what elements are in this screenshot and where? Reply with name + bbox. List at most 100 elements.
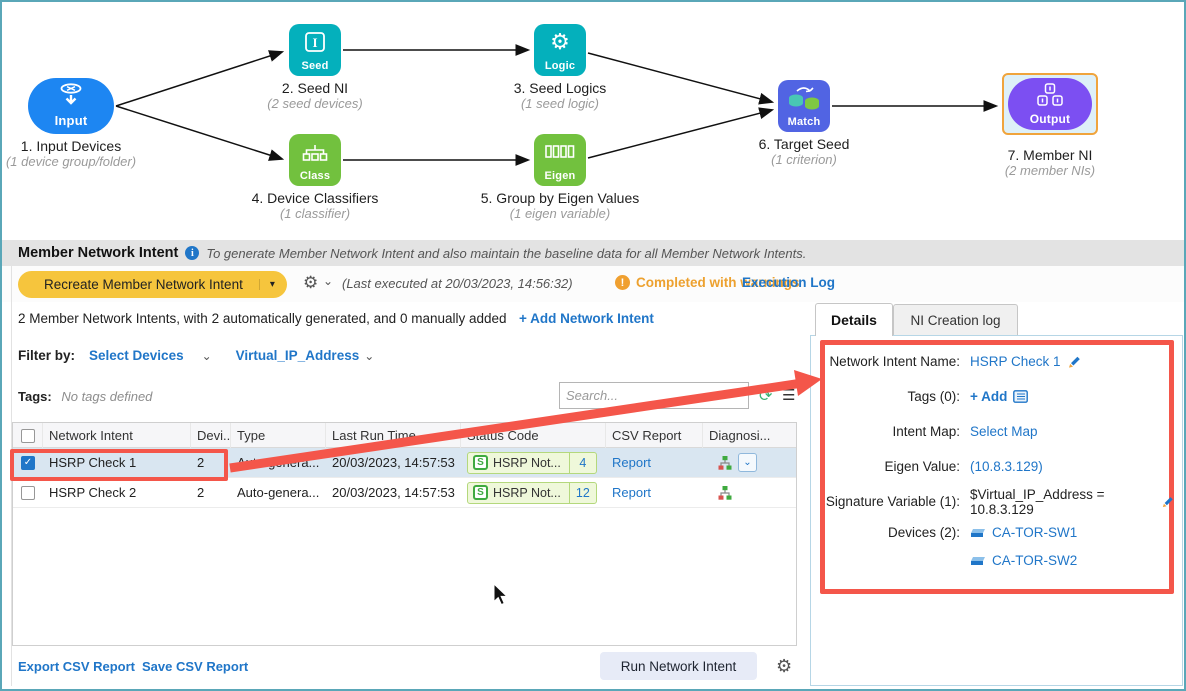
field-label-name: Network Intent Name: [829, 354, 960, 369]
run-settings-gear-icon[interactable]: ⚙ [776, 656, 793, 676]
status-label: HSRP Not... [493, 485, 561, 500]
row-checkbox-checked[interactable]: ✓ [21, 455, 35, 470]
seed-icon: I [289, 24, 341, 60]
info-icon[interactable]: i [185, 246, 200, 260]
select-devices-chevron-icon[interactable]: ⌄ [201, 348, 212, 363]
node-badge: Match [787, 116, 821, 128]
node-title-seed: 2. Seed NI [281, 80, 349, 96]
search-input[interactable] [566, 388, 742, 403]
diagnosis-tree-icon[interactable] [717, 485, 733, 501]
cell-type: Auto-genera... [237, 485, 320, 500]
variable-filter-dropdown[interactable]: Virtual_IP_Address [235, 348, 360, 363]
menu-icon[interactable]: ☰ [782, 387, 796, 404]
status-code-chip[interactable]: S HSRP Not... 12 [467, 481, 597, 504]
recreate-button-caret-icon[interactable]: ▾ [258, 279, 287, 290]
status-count[interactable]: 4 [568, 452, 596, 473]
csv-report-link[interactable]: Report [612, 485, 652, 500]
node-subtitle-input: (1 device group/folder) [5, 154, 137, 169]
cell-network-intent[interactable]: HSRP Check 2 [49, 485, 137, 500]
row-checkbox[interactable] [21, 485, 35, 500]
diagnosis-dropdown-button[interactable]: ⌄ [738, 453, 757, 472]
node-badge: Eigen [544, 170, 576, 182]
edit-pencil-icon[interactable] [1067, 355, 1081, 369]
flow-node-seed[interactable]: I Seed [289, 24, 341, 76]
table-row[interactable]: ✓ HSRP Check 1 2 Auto-genera... 20/03/20… [13, 448, 796, 478]
cell-devices: 2 [197, 455, 205, 470]
run-network-intent-button[interactable]: Run Network Intent [600, 652, 757, 680]
node-title-input: 1. Input Devices [20, 138, 122, 154]
save-csv-report-link[interactable]: Save CSV Report [142, 659, 249, 674]
tab-details[interactable]: Details [815, 303, 893, 336]
node-badge: Input [54, 113, 88, 128]
execution-log-link[interactable]: Execution Log [742, 275, 836, 290]
export-csv-report-link[interactable]: Export CSV Report [18, 659, 136, 674]
variable-filter-chevron-icon[interactable]: ⌄ [364, 348, 375, 363]
search-box[interactable] [559, 382, 749, 409]
field-label-intent-map: Intent Map: [892, 424, 960, 439]
settings-chevron-down-icon[interactable]: ⌄ [323, 274, 334, 288]
tag-list-icon[interactable] [1013, 390, 1029, 403]
network-intent-name-value[interactable]: HSRP Check 1 [970, 354, 1061, 369]
recreate-member-network-intent-button[interactable]: Recreate Member Network Intent ▾ [18, 271, 287, 298]
match-icon [778, 80, 830, 116]
col-diagnosis[interactable]: Diagnosi... [709, 428, 771, 443]
csv-report-link[interactable]: Report [612, 455, 652, 470]
flow-node-output-selection[interactable]: Output [1002, 73, 1098, 135]
status-label: HSRP Not... [493, 455, 561, 470]
select-map-link[interactable]: Select Map [970, 424, 1038, 439]
tags-value: No tags defined [61, 389, 153, 404]
status-code-chip[interactable]: S HSRP Not... 4 [467, 451, 597, 474]
tab-ni-creation-log[interactable]: NI Creation log [893, 304, 1018, 335]
add-tag-link[interactable]: + Add [970, 389, 1008, 404]
col-last-run-time[interactable]: Last Run Time [326, 423, 461, 448]
node-title-eigen: 5. Group by Eigen Values [480, 190, 640, 206]
table-row[interactable]: HSRP Check 2 2 Auto-genera... 20/03/2023… [13, 478, 796, 508]
eigen-icon [534, 134, 586, 170]
status-text: Completed with warnings [636, 275, 800, 290]
node-badge: Logic [544, 60, 576, 72]
cell-network-intent[interactable]: HSRP Check 1 [49, 455, 137, 470]
col-devices[interactable]: Devi... [191, 423, 231, 448]
col-type[interactable]: Type [231, 423, 326, 448]
edit-pencil-icon[interactable] [1161, 495, 1174, 509]
field-label-signature-variable: Signature Variable (1): [825, 494, 960, 509]
input-devices-icon [28, 78, 114, 113]
flow-node-match[interactable]: Match [778, 80, 830, 132]
warning-icon: ! [615, 275, 630, 290]
status-count[interactable]: 12 [568, 482, 596, 503]
refresh-icon[interactable]: ⟳ [759, 388, 773, 405]
header-checkbox[interactable] [20, 428, 35, 443]
add-network-intent-link[interactable]: + Add Network Intent [519, 311, 654, 326]
status-s-icon: S [473, 485, 488, 500]
flow-node-logic[interactable]: ⚙ Logic [534, 24, 586, 76]
node-badge: Class [299, 170, 331, 182]
filter-by-label: Filter by: [18, 348, 76, 363]
select-devices-dropdown[interactable]: Select Devices [89, 348, 184, 363]
flow-node-output[interactable]: Output [1008, 78, 1092, 130]
flow-node-class[interactable]: Class [289, 134, 341, 186]
field-label-devices: Devices (2): [887, 525, 960, 540]
device-link[interactable]: CA-TOR-SW2 [992, 553, 1078, 568]
logic-gear-icon: ⚙ [550, 29, 570, 54]
col-network-intent[interactable]: Network Intent [43, 423, 191, 448]
device-link[interactable]: CA-TOR-SW1 [992, 525, 1078, 540]
node-title-output: 7. Member NI [1007, 147, 1093, 163]
flow-node-input[interactable]: Input [28, 78, 114, 134]
details-fields: Network Intent Name: HSRP Check 1 Tags (… [820, 344, 1174, 574]
flow-node-eigen[interactable]: Eigen [534, 134, 586, 186]
node-badge: Output [1029, 112, 1071, 126]
cell-last-run: 20/03/2023, 14:57:53 [332, 485, 455, 500]
col-status-code[interactable]: Status Code [461, 423, 606, 448]
settings-gear-icon[interactable]: ⚙ [303, 273, 319, 292]
classifier-icon [289, 134, 341, 170]
col-csv-report[interactable]: CSV Report [606, 423, 703, 448]
diagnosis-tree-icon[interactable] [717, 455, 733, 471]
eigen-value-link[interactable]: (10.8.3.129) [970, 459, 1043, 474]
node-subtitle-output: (2 member NIs) [1004, 163, 1096, 178]
signature-variable-value: $Virtual_IP_Address = 10.8.3.129 [970, 486, 1105, 517]
svg-text:I: I [312, 35, 317, 50]
device-icon [971, 556, 985, 565]
recreate-button-label: Recreate Member Network Intent [44, 277, 243, 292]
node-subtitle-eigen: (1 eigen variable) [509, 206, 611, 221]
